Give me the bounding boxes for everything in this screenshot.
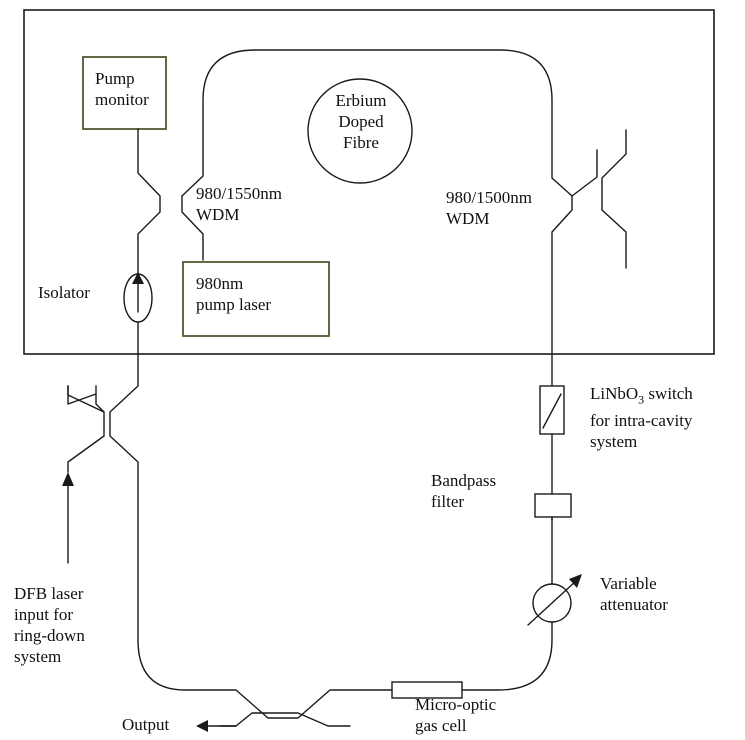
dfb-input-coupler [67,329,139,561]
wdm-left-line1: 980/1550nm [196,184,282,203]
dfb-input-arrow-icon [62,472,74,486]
wdm-right-coupler [551,129,627,521]
switch-line3: system [590,432,638,452]
laser-cavity-enclosure [23,9,715,355]
switch-line2: for intra-cavity [590,411,693,431]
attenuator-arrow-shaft [527,580,577,626]
output-label: Output [122,715,170,734]
pump-monitor-box [82,56,167,130]
switch-subscript: 3 [638,392,645,407]
pump-laser-line2: pump laser [196,295,272,314]
erbium-line1: Erbium [335,91,387,110]
erbium-line2: Doped [338,112,384,131]
pump-monitor-line1: Pump [95,69,135,88]
gas-cell-line2: gas cell [415,716,467,735]
dfb-label: DFB laser input for ring-down system [14,583,85,667]
attenuator-line1: Variable [600,574,657,593]
bandpass-line1: Bandpass [431,471,497,490]
dfb-line2: input for [14,605,74,624]
erbium-fibre-label: Erbium Doped Fibre [331,90,391,153]
wdm-left-coupler [137,152,204,331]
pump-laser-box [182,261,330,337]
erbium-line3: Fibre [343,133,379,152]
switch-label: LiNbO3 switch for intra-cavity system [590,383,693,452]
wdm-right-label: 980/1500nm WDM [446,187,532,229]
dfb-line3: ring-down [14,626,85,645]
switch-word: switch [644,384,693,403]
attenuator-label: Variable attenuator [600,573,668,615]
pump-monitor-label: Pump monitor [95,68,149,110]
wdm-right-line2: WDM [446,209,490,228]
fibre-attenuator-gascell [461,621,553,691]
attenuator-arrow-icon [569,574,582,588]
switch-line1: LiNbO3 switch [590,383,693,410]
dfb-coupler-upper-arm [67,385,105,413]
isolator-arrow-icon [132,272,144,284]
bandpass-line2: filter [431,492,465,511]
attenuator-line2: attenuator [600,595,668,614]
wdm-left-label: 980/1550nm WDM [196,183,282,225]
pump-laser-label: 980nm pump laser [196,273,271,315]
switch-linbo: LiNbO [590,384,639,403]
pump-laser-line1: 980nm [196,274,244,293]
output-coupler [137,559,393,727]
output-arrow-icon [196,720,208,732]
pump-monitor-line2: monitor [95,90,149,109]
gas-cell-line1: Micro-optic [415,695,497,714]
erbium-doped-fibre-coil [307,78,413,184]
wdm-right-line1: 980/1500nm [446,188,532,207]
dfb-line1: DFB laser [14,584,84,603]
gas-cell-label: Micro-optic gas cell [415,694,496,736]
switch-slash [542,393,562,429]
ring-fibre-top [181,49,573,197]
wdm-left-line2: WDM [196,205,240,224]
bandpass-filter [534,493,572,518]
bandpass-label: Bandpass filter [431,470,496,512]
isolator-label: Isolator [38,283,90,302]
dfb-line4: system [14,647,62,666]
